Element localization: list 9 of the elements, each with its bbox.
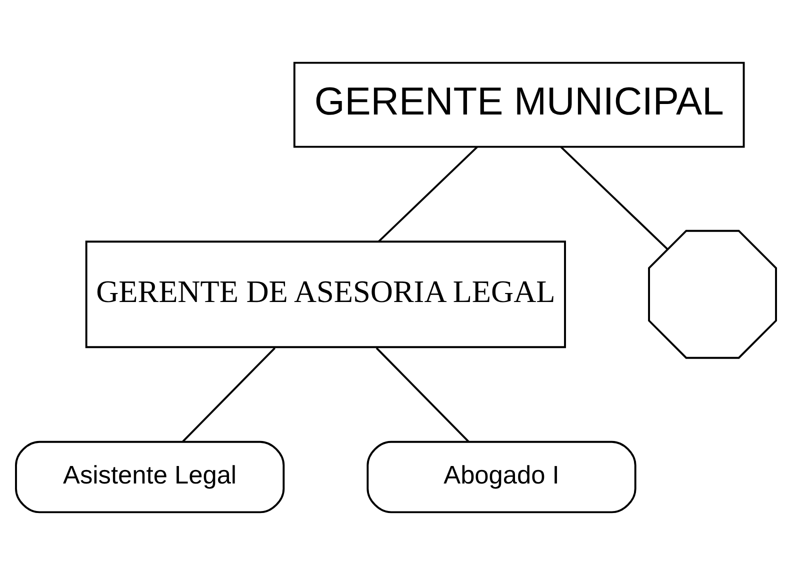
node-cross	[648, 229, 777, 358]
node-box: GERENTE MUNICIPAL	[293, 61, 745, 148]
connector	[182, 346, 276, 442]
connector	[560, 146, 668, 250]
connector	[376, 346, 470, 442]
node-box: Abogado I	[366, 440, 636, 513]
connector	[378, 146, 478, 242]
node-box: GERENTE DE ASESORIA LEGAL	[85, 240, 566, 348]
node-box: Asistente Legal	[15, 440, 285, 513]
